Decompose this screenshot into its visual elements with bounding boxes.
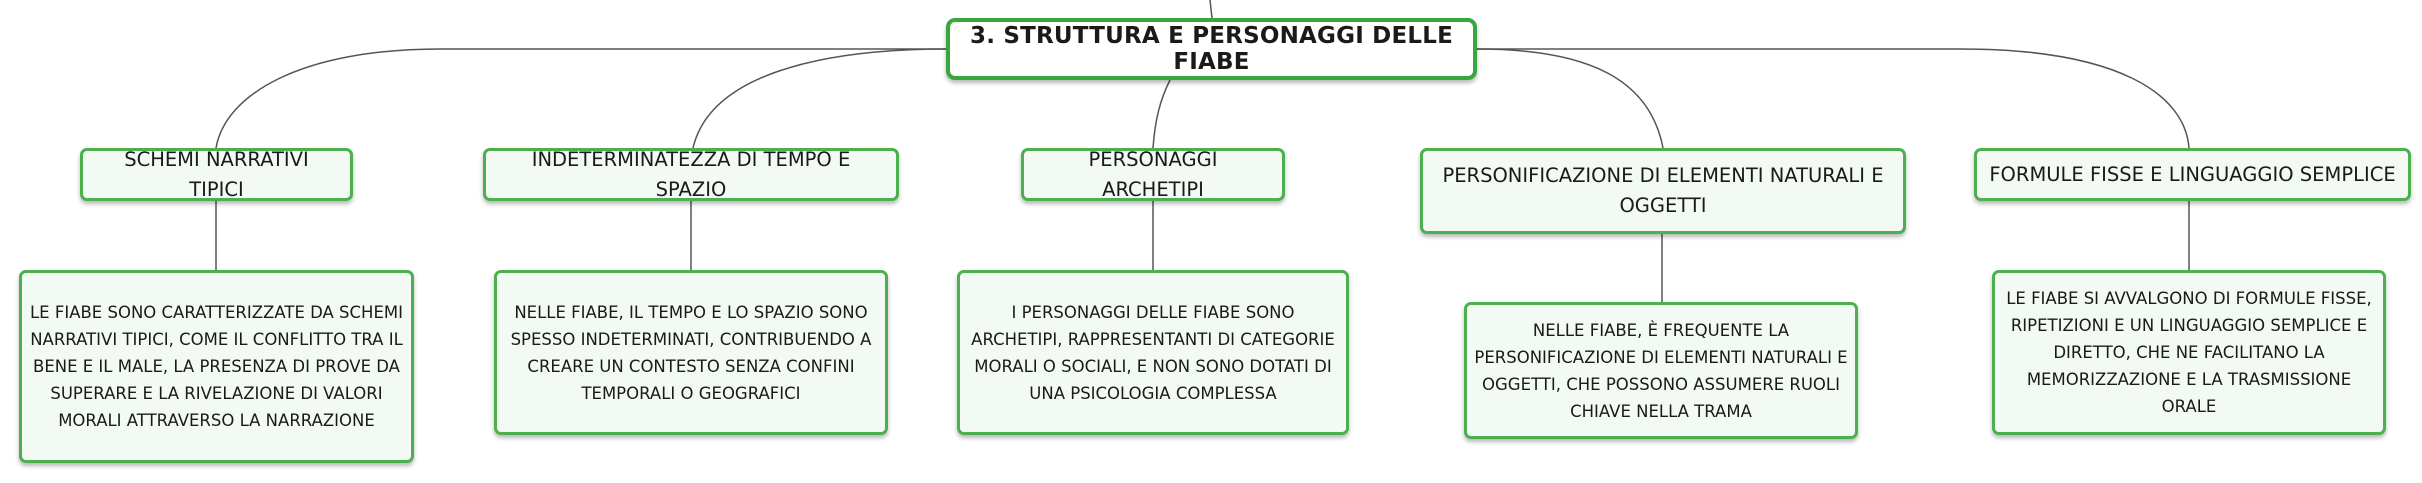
description-node-schemi-narrativi[interactable]: LE FIABE SONO CARATTERIZZATE DA SCHEMI N… (19, 270, 414, 463)
topic-label: PERSONAGGI ARCHETIPI (1088, 147, 1218, 201)
connector-root-to-topic-1 (215, 48, 946, 149)
topic-label: INDETERMINATEZZA DI TEMPO E SPAZIO (531, 147, 851, 201)
topic-node-personificazione[interactable]: PERSONIFICAZIONE DI ELEMENTI NATURALI E … (1420, 148, 1906, 234)
connector-root-to-topic-2 (692, 48, 947, 149)
topic-node-schemi-narrativi[interactable]: SCHEMI NARRATIVI TIPICI (80, 148, 353, 201)
connector-root-to-topic-4 (1476, 48, 1664, 149)
topic-label: FORMULE FISSE E LINGUAGGIO SEMPLICE (1989, 162, 2396, 186)
description-node-formule-fisse[interactable]: LE FIABE SI AVVALGONO DI FORMULE FISSE, … (1992, 270, 2386, 435)
topic-label: PERSONIFICAZIONE DI ELEMENTI NATURALI E … (1442, 164, 1884, 217)
topic-node-indeterminatezza[interactable]: INDETERMINATEZZA DI TEMPO E SPAZIO (483, 148, 899, 201)
description-node-personificazione[interactable]: NELLE FIABE, È FREQUENTE LA PERSONIFICAZ… (1464, 302, 1858, 439)
root-node[interactable]: 3. STRUTTURA E PERSONAGGI DELLE FIABE (946, 18, 1477, 80)
topic-label: SCHEMI NARRATIVI TIPICI (124, 147, 309, 201)
topic-node-formule-fisse[interactable]: FORMULE FISSE E LINGUAGGIO SEMPLICE (1974, 148, 2411, 201)
description-node-personaggi-archetipi[interactable]: I PERSONAGGI DELLE FIABE SONO ARCHETIPI,… (957, 270, 1349, 435)
description-text: NELLE FIABE, È FREQUENTE LA PERSONIFICAZ… (1474, 320, 1848, 421)
description-text: LE FIABE SI AVVALGONO DI FORMULE FISSE, … (2006, 289, 2372, 416)
description-text: LE FIABE SONO CARATTERIZZATE DA SCHEMI N… (29, 303, 403, 430)
connector-root-to-topic-3 (1152, 79, 1171, 149)
description-text: I PERSONAGGI DELLE FIABE SONO ARCHETIPI,… (971, 302, 1335, 403)
root-node-title: 3. STRUTTURA E PERSONAGGI DELLE FIABE (969, 23, 1453, 75)
description-text: NELLE FIABE, IL TEMPO E LO SPAZIO SONO S… (510, 302, 872, 403)
connector-root-to-topic-5 (1477, 48, 2190, 149)
connector-to-parent (1209, 0, 1213, 19)
topic-node-personaggi-archetipi[interactable]: PERSONAGGI ARCHETIPI (1021, 148, 1285, 201)
description-node-indeterminatezza[interactable]: NELLE FIABE, IL TEMPO E LO SPAZIO SONO S… (494, 270, 888, 435)
